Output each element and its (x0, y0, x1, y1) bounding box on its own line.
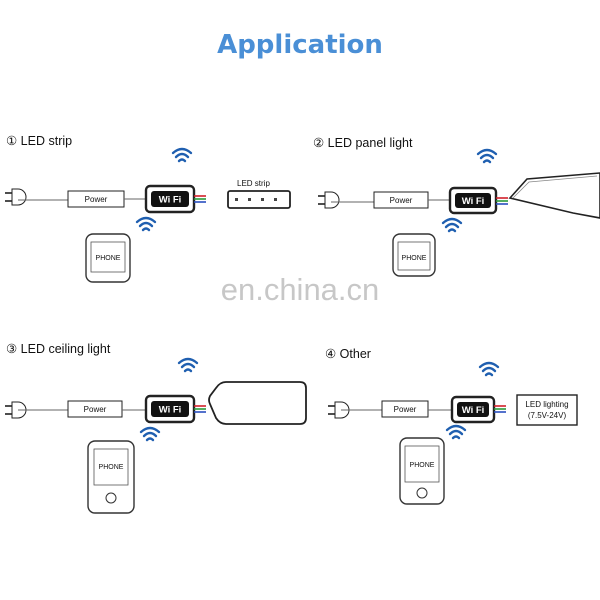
wifi-signal-icon (139, 426, 161, 442)
watermark: en.china.cn (221, 272, 380, 307)
phone-icon: PHONE (87, 440, 135, 514)
phone-label: PHONE (96, 255, 121, 262)
power-label: Power (85, 195, 108, 204)
power-label: Power (394, 405, 417, 414)
power-label: Power (84, 405, 107, 414)
phone-label: PHONE (99, 464, 124, 471)
page-title: Application (217, 30, 383, 60)
power-label: Power (390, 196, 413, 205)
plug-icon (4, 188, 27, 206)
section-other: ④ Other Power Wi Fi LED lighting (7.5V-2… (325, 347, 578, 505)
led-strip-icon (227, 190, 291, 209)
panel-light-icon (508, 172, 600, 219)
wifi-signal-icon (177, 357, 199, 373)
power-adapter-box (381, 400, 429, 418)
power-adapter-box (67, 400, 123, 418)
section-title: ② LED panel light (313, 136, 413, 150)
section-led-ceiling-light: ③ LED ceiling light Power Wi Fi PHONE (4, 342, 307, 514)
phone-icon: PHONE (392, 233, 436, 277)
section-title: ① LED strip (6, 134, 72, 148)
section-title: ④ Other (325, 347, 371, 361)
wifi-signal-icon (171, 147, 193, 163)
phone-icon: PHONE (399, 437, 445, 505)
ceiling-light-icon (208, 381, 307, 425)
wifi-controller-label: Wi Fi (159, 195, 182, 206)
wifi-signal-icon (445, 424, 467, 440)
wifi-controller-label: Wi Fi (159, 405, 182, 416)
led-lighting-box (516, 394, 578, 426)
phone-label: PHONE (402, 255, 427, 262)
wifi-signal-icon (476, 148, 498, 164)
device-voltage-label: (7.5V-24V) (528, 411, 567, 420)
section-led-panel-light: ② LED panel light Power Wi Fi PHONE (313, 136, 600, 277)
wifi-controller-label: Wi Fi (462, 405, 485, 416)
wifi-signal-icon (441, 217, 463, 233)
wifi-signal-icon (478, 361, 500, 377)
phone-label: PHONE (410, 462, 435, 469)
device-label: LED strip (237, 179, 270, 188)
section-title: ③ LED ceiling light (6, 342, 111, 356)
plug-icon (317, 191, 340, 209)
wifi-controller-label: Wi Fi (462, 196, 485, 207)
phone-icon: PHONE (85, 233, 131, 283)
wifi-signal-icon (135, 216, 157, 232)
device-label: LED lighting (525, 400, 568, 409)
section-led-strip: ① LED strip Power Wi Fi LED strip PHONE (4, 134, 291, 283)
